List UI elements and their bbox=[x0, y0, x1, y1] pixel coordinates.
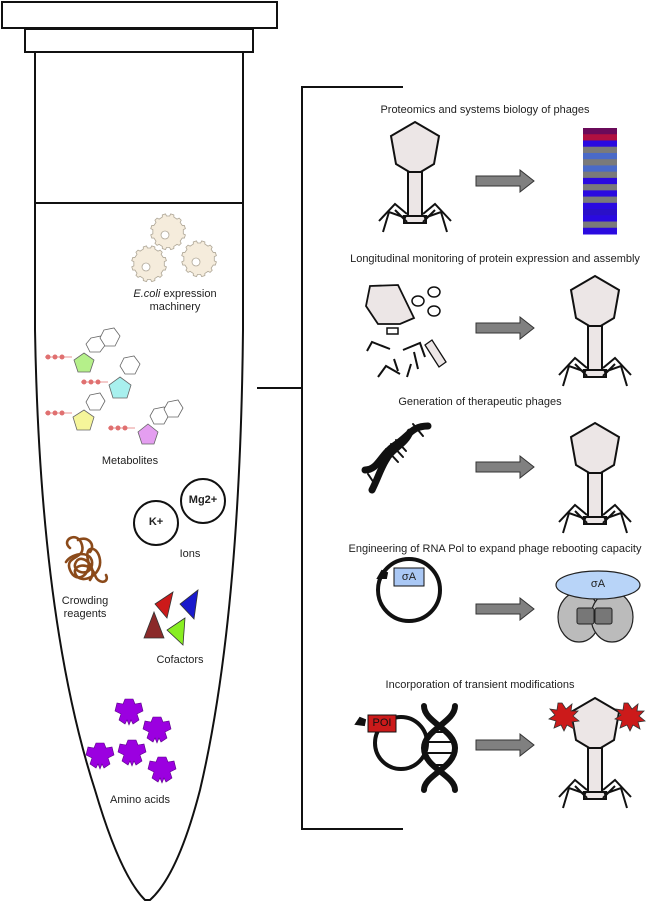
title-rna-pol: Engineering of RNA Pol to expand phage r… bbox=[348, 543, 642, 555]
app-row-transient bbox=[354, 697, 646, 809]
gel-band bbox=[583, 177, 617, 185]
gel-icon bbox=[583, 128, 617, 235]
phage-parts-icon bbox=[365, 284, 447, 378]
ions-icon bbox=[133, 478, 226, 546]
gel-band bbox=[583, 215, 617, 223]
gel-band bbox=[583, 134, 617, 141]
gel-band bbox=[583, 140, 617, 148]
title-longitudinal: Longitudinal monitoring of protein expre… bbox=[350, 253, 640, 265]
tube-cap-inner bbox=[24, 28, 254, 53]
tube-body bbox=[34, 52, 244, 901]
title-therapeutic: Generation of therapeutic phages bbox=[398, 396, 562, 408]
poi-label: POI bbox=[372, 717, 392, 729]
gel-band bbox=[583, 202, 617, 210]
gears-icon bbox=[131, 213, 217, 283]
phage-icon bbox=[378, 121, 452, 233]
gel-band bbox=[583, 190, 617, 198]
amino-acid-icon bbox=[85, 698, 177, 784]
ion-mg-label: Mg2+ bbox=[188, 494, 218, 506]
amino-acids-label: Amino acids bbox=[110, 794, 170, 806]
bracket bbox=[257, 86, 403, 830]
ion-k-label: K+ bbox=[148, 516, 164, 528]
rna-pol-icon bbox=[555, 570, 641, 643]
app-row-therapeutic bbox=[361, 422, 632, 534]
sigma-pol-label: σA bbox=[590, 578, 606, 590]
ions-label: Ions bbox=[179, 548, 201, 560]
tangle-icon bbox=[64, 535, 109, 584]
app-row-proteomics bbox=[378, 121, 617, 235]
app-row-longitudinal bbox=[365, 275, 632, 387]
gel-band bbox=[583, 159, 617, 166]
arrow-icon bbox=[475, 316, 535, 340]
gel-band bbox=[583, 152, 617, 160]
app-row-rna-pol bbox=[376, 557, 641, 643]
gel-band bbox=[583, 171, 617, 179]
arrow-icon bbox=[475, 733, 535, 757]
triangles-icon bbox=[143, 589, 199, 646]
poi-box bbox=[367, 714, 397, 733]
gel-band bbox=[583, 165, 617, 173]
arrow-icon bbox=[475, 597, 535, 621]
modification-star-icon bbox=[548, 702, 646, 732]
plasmid-icon bbox=[376, 557, 442, 623]
tube bbox=[1, 1, 278, 901]
gel-band bbox=[583, 184, 617, 191]
gel-band bbox=[583, 209, 617, 216]
ion-k bbox=[133, 500, 179, 546]
dna-icon bbox=[361, 422, 432, 494]
title-proteomics: Proteomics and systems biology of phages bbox=[380, 104, 590, 116]
ion-mg bbox=[180, 478, 226, 524]
sigma-plasmid-label: σA bbox=[401, 571, 417, 583]
nucleotide-icon bbox=[45, 327, 184, 445]
title-transient: Incorporation of transient modifications bbox=[385, 679, 575, 691]
cofactors-label: Cofactors bbox=[156, 654, 204, 666]
gel-band bbox=[583, 196, 617, 204]
arrow-icon bbox=[475, 455, 535, 479]
metabolites-label: Metabolites bbox=[101, 455, 159, 467]
phage-icon bbox=[558, 275, 632, 387]
gel-band bbox=[583, 227, 617, 235]
gel-band bbox=[583, 128, 617, 135]
dna-icon bbox=[420, 703, 459, 793]
expression-label: expression bbox=[160, 288, 217, 300]
arrow-icon bbox=[475, 169, 535, 193]
crowding-line1: Crowding bbox=[61, 595, 109, 607]
phage-icon bbox=[558, 422, 632, 534]
ecoli-label: E.coli bbox=[133, 288, 161, 300]
tube-cap-outer bbox=[1, 1, 278, 29]
sigma-box bbox=[393, 567, 425, 587]
machinery-line2: machinery bbox=[149, 301, 201, 313]
gel-band bbox=[583, 146, 617, 154]
crowding-line2: reagents bbox=[63, 608, 107, 620]
gel-band bbox=[583, 221, 617, 229]
